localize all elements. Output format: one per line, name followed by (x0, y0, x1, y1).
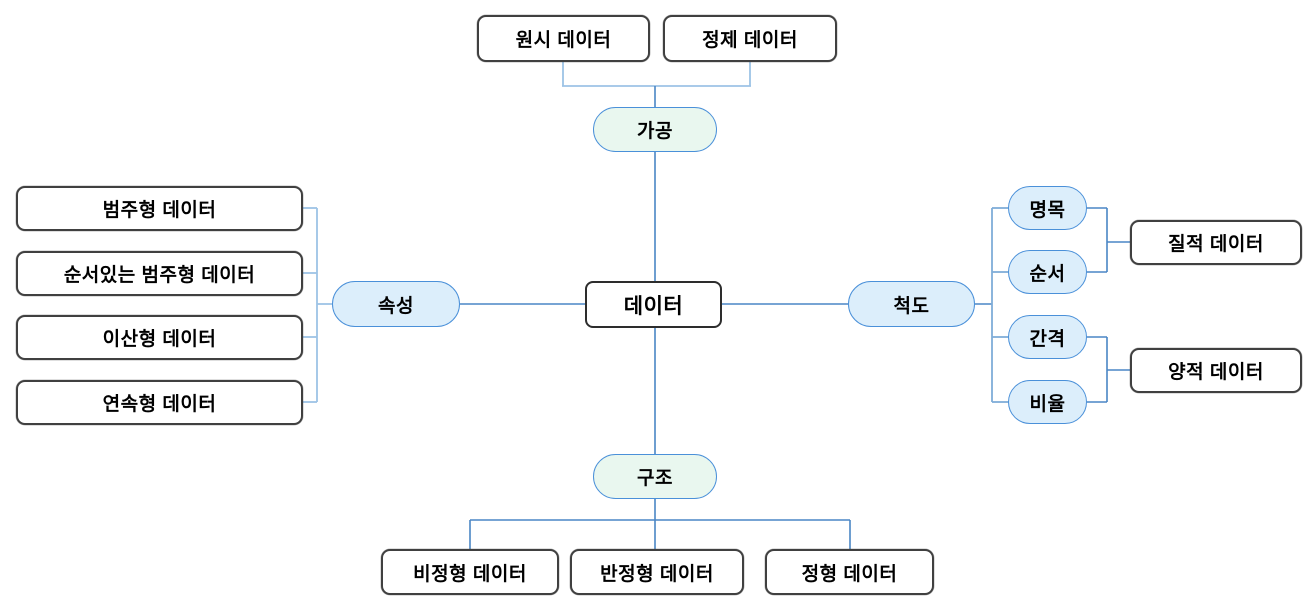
node-ratio: 비율 (1008, 380, 1087, 424)
node-interval: 간격 (1008, 315, 1087, 359)
node-ordered-categorical-data: 순서있는 범주형 데이터 (16, 251, 303, 296)
hub-processing: 가공 (593, 107, 717, 152)
hub-structure: 구조 (593, 454, 717, 499)
node-continuous-data: 연속형 데이터 (16, 380, 303, 425)
node-unstructured-data: 비정형 데이터 (381, 549, 559, 595)
node-semistructured-data: 반정형 데이터 (570, 549, 744, 595)
node-refined-data: 정제 데이터 (663, 15, 837, 62)
node-raw-data: 원시 데이터 (477, 15, 650, 62)
hub-attribute: 속성 (332, 281, 460, 327)
node-ordinal: 순서 (1008, 250, 1087, 294)
hub-scale: 척도 (848, 281, 975, 327)
node-nominal: 명목 (1008, 186, 1087, 230)
node-structured-data: 정형 데이터 (765, 549, 934, 595)
node-center-data: 데이터 (585, 281, 722, 328)
node-qualitative-data: 질적 데이터 (1130, 220, 1302, 265)
node-discrete-data: 이산형 데이터 (16, 315, 303, 360)
node-quantitative-data: 양적 데이터 (1130, 348, 1302, 393)
node-categorical-data: 범주형 데이터 (16, 186, 303, 231)
